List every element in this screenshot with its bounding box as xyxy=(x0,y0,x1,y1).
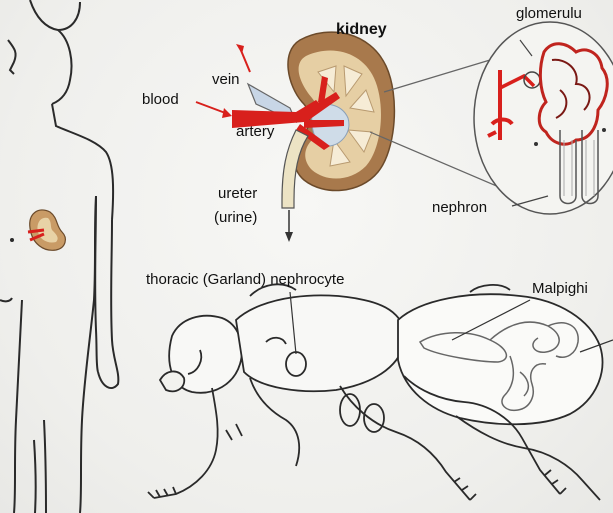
nephrocyte-label: thoracic (Garland) nephrocyte xyxy=(146,272,344,288)
kidney-label: kidney xyxy=(336,22,387,38)
nephron-label: nephron xyxy=(432,200,487,216)
vein-label: vein xyxy=(212,72,240,88)
ureter-label: ureter xyxy=(218,186,257,202)
malpighian-label: Malpighi xyxy=(532,281,588,297)
small-kidney xyxy=(28,210,65,250)
dot-marker xyxy=(10,238,14,242)
blood-label: blood xyxy=(142,92,179,108)
human-figure xyxy=(0,0,118,513)
nephron-magnified xyxy=(474,22,613,214)
insect-figure xyxy=(148,284,602,500)
urine-label: (urine) xyxy=(214,210,257,226)
glomerulus-label: glomerulu xyxy=(516,6,582,22)
artery-label: artery xyxy=(236,124,274,140)
